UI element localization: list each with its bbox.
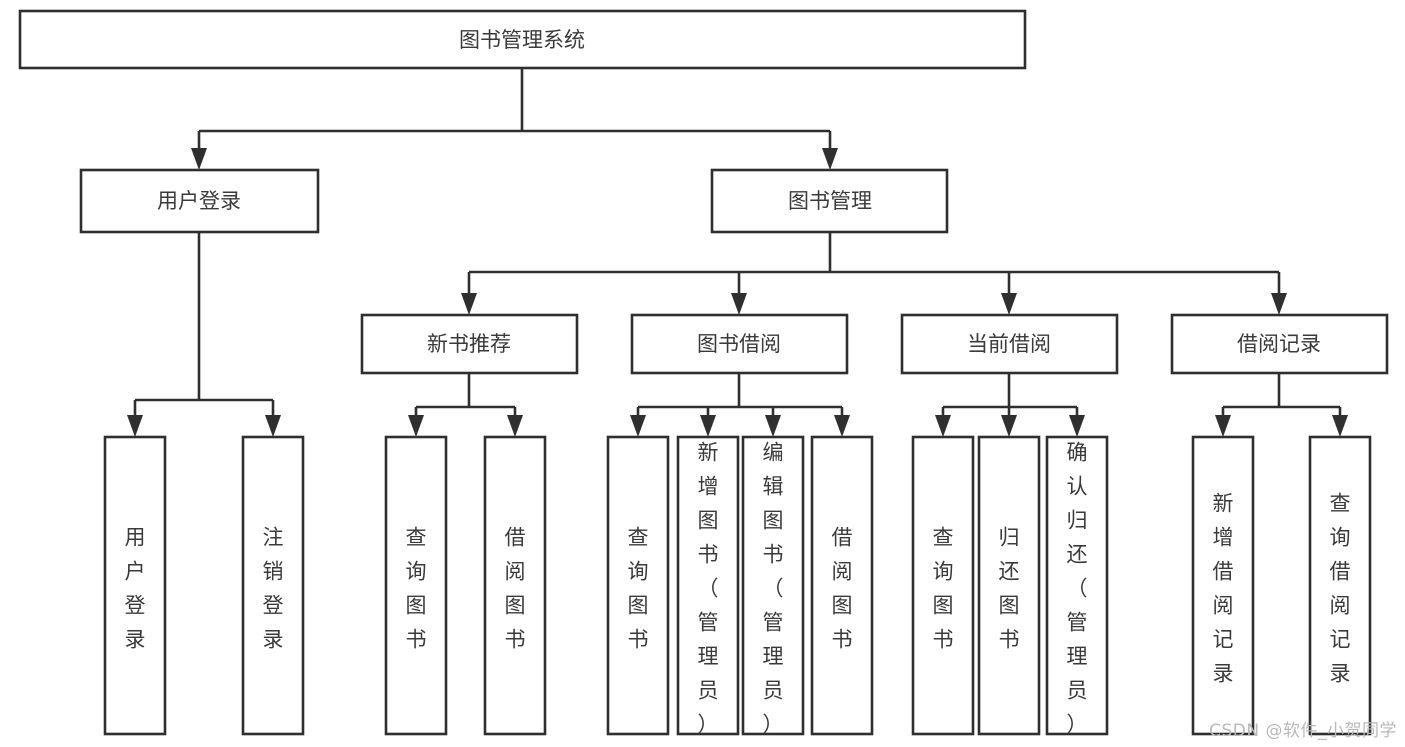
node-leaf-confirm-return-box[interactable]: [1045, 435, 1109, 736]
node-leaf-user-login-box[interactable]: [103, 435, 167, 736]
node-leaf-edit-book[interactable]: 编辑图书（管理员）: [741, 435, 805, 737]
node-leaf-borrow-book-1-label: 借阅图书: [505, 526, 526, 652]
node-leaf-query-book-1[interactable]: 查询图书: [384, 435, 448, 736]
node-root-box[interactable]: [18, 9, 1027, 70]
node-leaf-edit-book-box[interactable]: [741, 435, 805, 736]
arrow-to-leaf-add-record: [1215, 415, 1231, 437]
node-leaf-add-record[interactable]: 新增借阅记录: [1191, 435, 1255, 736]
node-leaf-edit-book-label: 编辑图书（管理员）: [763, 441, 784, 737]
node-current-borrow-box[interactable]: [900, 313, 1119, 375]
arrow-to-leaf-confirm-return: [1069, 415, 1085, 437]
node-leaf-query-book-1-box[interactable]: [384, 435, 448, 736]
node-book-borrow-label: 图书借阅: [697, 332, 781, 356]
node-leaf-query-book-2-label: 查询图书: [628, 526, 649, 652]
node-borrow-record[interactable]: 借阅记录: [1170, 313, 1389, 375]
node-book-management-box[interactable]: [710, 168, 949, 234]
node-leaf-query-record[interactable]: 查询借阅记录: [1308, 435, 1372, 736]
node-leaf-query-record-label: 查询借阅记录: [1330, 492, 1351, 686]
node-book-borrow-box[interactable]: [630, 313, 849, 375]
node-root[interactable]: 图书管理系统: [18, 9, 1027, 70]
node-new-book-recommend-label: 新书推荐: [427, 332, 511, 356]
node-current-borrow-label: 当前借阅: [967, 332, 1051, 356]
node-leaf-query-book-2[interactable]: 查询图书: [606, 435, 670, 736]
arrow-to-leaf-query-book-2: [630, 415, 646, 437]
node-leaf-user-logout[interactable]: 注销登录: [241, 435, 305, 736]
arrow-root-to-user-login: [191, 148, 207, 170]
node-leaf-borrow-book-2[interactable]: 借阅图书: [810, 435, 874, 736]
arrow-to-leaf-query-record: [1332, 415, 1348, 437]
arrow-to-leaf-query-book-3: [935, 415, 951, 437]
node-leaf-user-logout-label: 注销登录: [263, 526, 284, 652]
connector-layer: [127, 68, 1348, 437]
node-leaf-query-record-box[interactable]: [1308, 435, 1372, 736]
node-leaf-borrow-book-2-box[interactable]: [810, 435, 874, 736]
node-leaf-confirm-return[interactable]: 确认归还（管理员）: [1045, 435, 1109, 737]
arrow-to-leaf-return-book: [1001, 415, 1017, 437]
node-leaf-query-book-1-label: 查询图书: [406, 526, 427, 652]
arrow-to-new-book-recommend: [461, 293, 477, 315]
arrow-to-borrow-record: [1271, 293, 1287, 315]
arrow-root-to-book-management: [822, 148, 838, 170]
node-leaf-return-book-label: 归还图书: [999, 526, 1020, 652]
node-leaf-user-logout-box[interactable]: [241, 435, 305, 736]
node-book-management-label: 图书管理: [788, 189, 872, 213]
node-user-login-label: 用户登录: [157, 189, 241, 213]
node-leaf-query-book-2-box[interactable]: [606, 435, 670, 736]
arrow-to-leaf-borrow-book-2: [834, 415, 850, 437]
node-leaf-add-record-box[interactable]: [1191, 435, 1255, 736]
node-leaf-add-record-label: 新增借阅记录: [1213, 492, 1234, 686]
arrow-to-book-borrow: [731, 293, 747, 315]
node-borrow-record-label: 借阅记录: [1237, 332, 1321, 356]
node-leaf-borrow-book-2-label: 借阅图书: [832, 526, 853, 652]
node-leaf-query-book-3[interactable]: 查询图书: [911, 435, 975, 736]
node-book-management[interactable]: 图书管理: [710, 168, 949, 234]
node-book-borrow[interactable]: 图书借阅: [630, 313, 849, 375]
node-leaf-return-book[interactable]: 归还图书: [977, 435, 1041, 736]
arrow-to-current-borrow: [1001, 293, 1017, 315]
node-leaf-add-book[interactable]: 新增图书（管理员）: [676, 435, 740, 737]
node-new-book-recommend-box[interactable]: [360, 313, 579, 375]
arrow-to-leaf-user-logout: [265, 415, 281, 437]
arrow-to-leaf-borrow-book-1: [507, 415, 523, 437]
node-leaf-borrow-book-1[interactable]: 借阅图书: [483, 435, 547, 736]
node-leaf-add-book-label: 新增图书（管理员）: [698, 441, 719, 737]
csdn-watermark: CSDN @软件_小贺同学: [1209, 721, 1397, 741]
node-root-label: 图书管理系统: [459, 28, 585, 52]
arrow-to-leaf-add-book: [700, 415, 716, 437]
node-leaf-add-book-box[interactable]: [676, 435, 740, 736]
node-leaf-user-login[interactable]: 用户登录: [103, 435, 167, 736]
node-leaf-return-book-box[interactable]: [977, 435, 1041, 736]
arrow-to-leaf-query-book-1: [408, 415, 424, 437]
node-user-login-box[interactable]: [79, 168, 320, 234]
node-leaf-user-login-label: 用户登录: [125, 526, 146, 652]
node-user-login[interactable]: 用户登录: [79, 168, 320, 234]
node-new-book-recommend[interactable]: 新书推荐: [360, 313, 579, 375]
node-leaf-query-book-3-box[interactable]: [911, 435, 975, 736]
node-leaf-borrow-book-1-box[interactable]: [483, 435, 547, 736]
arrow-to-leaf-user-login: [127, 415, 143, 437]
node-leaf-query-book-3-label: 查询图书: [933, 526, 954, 652]
arrow-to-leaf-edit-book: [765, 415, 781, 437]
node-leaf-confirm-return-label: 确认归还（管理员）: [1067, 441, 1088, 737]
node-borrow-record-box[interactable]: [1170, 313, 1389, 375]
node-current-borrow[interactable]: 当前借阅: [900, 313, 1119, 375]
